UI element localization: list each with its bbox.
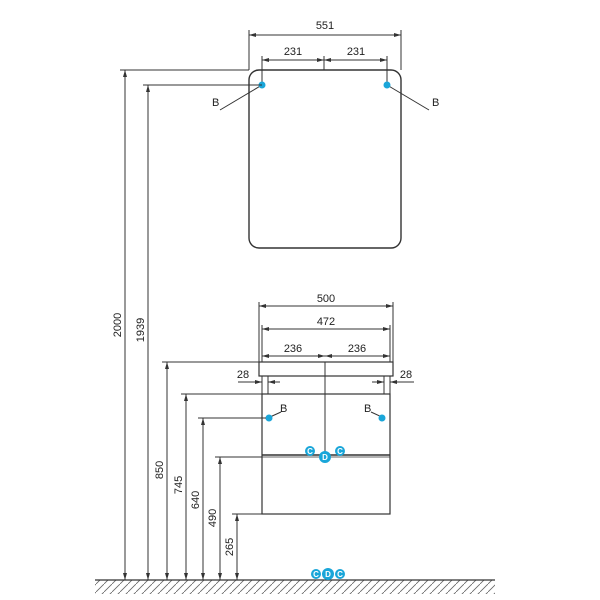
cabinet-point-right-label: B bbox=[364, 403, 371, 415]
marker-c-icon bbox=[335, 569, 345, 579]
marker-c-label: C bbox=[307, 447, 313, 456]
floor bbox=[95, 579, 495, 594]
height-1939-label: 1939 bbox=[135, 318, 147, 342]
height-265-label: 265 bbox=[224, 538, 236, 556]
cabinet-marker-group: C D C bbox=[305, 446, 345, 463]
marker-c-icon bbox=[311, 569, 321, 579]
mirror-point-left-label: B bbox=[212, 97, 219, 109]
mount-point-right-icon bbox=[383, 81, 391, 89]
cabinet-group bbox=[238, 302, 414, 515]
cabinet-body bbox=[261, 393, 391, 515]
cabinet-half-left-label: 236 bbox=[284, 343, 302, 355]
cabinet-side-right-label: 28 bbox=[400, 369, 412, 381]
mirror-outline bbox=[248, 69, 402, 249]
mirror-point-right-label: B bbox=[432, 97, 439, 109]
height-490-label: 490 bbox=[207, 509, 219, 527]
cabinet-top bbox=[258, 361, 394, 377]
height-850-label: 850 bbox=[154, 461, 166, 479]
marker-c-icon bbox=[305, 446, 315, 456]
cabinet-outer-width-label: 500 bbox=[317, 293, 335, 305]
floor-marker-group: C D C bbox=[311, 568, 345, 580]
height-2000-label: 2000 bbox=[112, 313, 124, 337]
cabinet-side-left-label: 28 bbox=[237, 369, 249, 381]
marker-c-label: C bbox=[313, 570, 319, 579]
mirror-width-label: 551 bbox=[316, 20, 334, 32]
marker-d-label: D bbox=[325, 570, 331, 579]
cabinet-point-left-icon bbox=[265, 414, 273, 422]
height-745-label: 745 bbox=[173, 476, 185, 494]
marker-c-label: C bbox=[337, 447, 343, 456]
marker-c-label: C bbox=[337, 570, 343, 579]
cabinet-inner-width-label: 472 bbox=[317, 316, 335, 328]
cabinet-half-right-label: 236 bbox=[348, 343, 366, 355]
mirror-group bbox=[219, 30, 430, 249]
marker-d-label: D bbox=[322, 453, 328, 462]
height-640-label: 640 bbox=[190, 491, 202, 509]
mirror-half-right-label: 231 bbox=[347, 46, 365, 58]
cabinet-point-right-icon bbox=[378, 414, 386, 422]
cabinet-point-left-label: B bbox=[280, 403, 287, 415]
mirror-half-left-label: 231 bbox=[284, 46, 302, 58]
marker-c-icon bbox=[335, 446, 345, 456]
marker-d-icon bbox=[322, 568, 334, 580]
marker-d-icon bbox=[319, 451, 331, 463]
height-dimensions bbox=[120, 69, 266, 580]
